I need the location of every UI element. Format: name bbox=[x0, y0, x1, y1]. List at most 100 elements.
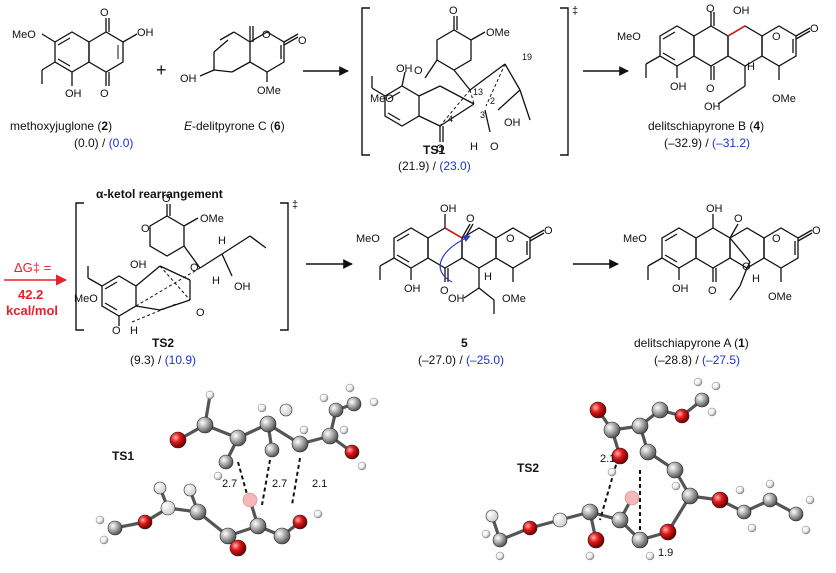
atom-number: 4 bbox=[448, 114, 453, 124]
atom-label: H bbox=[470, 141, 478, 153]
atom-label: OH bbox=[504, 117, 521, 129]
atom-label: O bbox=[810, 23, 819, 35]
new-bond-b bbox=[727, 25, 746, 37]
atom-label: OMe bbox=[200, 213, 224, 225]
energy-ts1: (21.9) / (23.0) bbox=[398, 159, 471, 173]
atom-label: MeO bbox=[74, 293, 98, 305]
atom-label: OH bbox=[137, 27, 154, 39]
atom-label: O bbox=[141, 223, 150, 235]
methoxyjuglone-structure bbox=[41, 18, 138, 86]
atom-label: MeO bbox=[356, 233, 380, 245]
atom-label: O bbox=[100, 7, 109, 19]
atom-label: H bbox=[130, 325, 138, 337]
atom-label: O bbox=[706, 83, 715, 95]
ts1-bracket bbox=[361, 7, 569, 156]
compound-name-2: methoxyjuglone (2) bbox=[10, 119, 112, 133]
delitpyrone-structure bbox=[199, 26, 299, 82]
compound-name-1: delitschiapyrone A (1) bbox=[634, 336, 749, 350]
compound-name-4: delitschiapyrone B (4) bbox=[648, 119, 764, 133]
barrier-unit: kcal/mol bbox=[6, 303, 58, 318]
atom-label: O bbox=[100, 88, 109, 100]
atom-number: 19 bbox=[522, 52, 532, 62]
ts2-model-label: TS2 bbox=[517, 461, 539, 475]
atom-label: O bbox=[742, 261, 751, 273]
ts1-forming-bonds bbox=[439, 63, 506, 127]
atom-label: MeO bbox=[623, 233, 647, 245]
compound-name-6: E-delitpyrone C (6) bbox=[184, 119, 285, 133]
atom-label: H bbox=[218, 235, 226, 247]
compound-5-label: 5 bbox=[461, 336, 468, 350]
atom-label: OH bbox=[234, 281, 251, 293]
atom-label: O bbox=[162, 193, 171, 205]
ts1-3d-model bbox=[95, 383, 379, 557]
atom-label: O bbox=[506, 233, 515, 245]
atom-label: O bbox=[466, 213, 475, 225]
atom-label: O bbox=[772, 233, 781, 245]
barrier-label: ΔG‡ = bbox=[14, 260, 51, 275]
energy-4: (–32.9) / (–31.2) bbox=[664, 136, 750, 150]
atom-label: O bbox=[734, 213, 743, 225]
rearrangement-title: α-ketol rearrangement bbox=[96, 187, 223, 201]
atom-label: OH bbox=[130, 259, 147, 271]
atom-label: H bbox=[212, 275, 220, 287]
distance-label: 1.9 bbox=[658, 547, 673, 559]
atom-label: O bbox=[544, 225, 553, 237]
atom-label: OH bbox=[733, 5, 750, 17]
atom-number: 2 bbox=[490, 96, 495, 106]
atom-label: O bbox=[436, 143, 445, 155]
atom-label: OH bbox=[440, 203, 457, 215]
atom-label: H bbox=[752, 273, 760, 285]
atom-label: OH bbox=[180, 73, 197, 85]
atom-label: O bbox=[490, 141, 499, 153]
ts2-3d-model bbox=[481, 377, 815, 561]
atom-label: O bbox=[440, 285, 449, 297]
atom-label: O bbox=[449, 5, 458, 17]
curved-arrow-5 bbox=[439, 235, 471, 283]
atom-label: O bbox=[812, 225, 821, 237]
atom-label: O bbox=[414, 65, 423, 77]
atom-label: O bbox=[708, 285, 717, 297]
atom-label: OMe bbox=[772, 93, 796, 105]
atom-label: OH bbox=[448, 293, 465, 305]
atom-label: OH bbox=[672, 283, 689, 295]
atom-label: MeO bbox=[370, 93, 394, 105]
atom-label: O bbox=[772, 31, 781, 43]
new-bond-5 bbox=[444, 227, 463, 239]
atom-label: OH bbox=[65, 88, 82, 100]
distance-label: 2.1 bbox=[312, 478, 327, 490]
plus-sign: + bbox=[156, 60, 167, 80]
ts1-label: TS1 bbox=[423, 143, 445, 157]
energy-1: (–28.8) / (–27.5) bbox=[654, 353, 740, 367]
atom-label: H bbox=[484, 271, 492, 283]
atom-label: O bbox=[196, 307, 205, 319]
atom-label: MeO bbox=[617, 31, 641, 43]
ts2-bracket bbox=[75, 202, 289, 331]
atom-number: 3 bbox=[480, 110, 485, 120]
distance-label: 2.7 bbox=[272, 478, 287, 490]
distance-label: 2.1 bbox=[600, 453, 615, 465]
energy-5: (–27.0) / (–25.0) bbox=[418, 353, 504, 367]
ts2-label: TS2 bbox=[152, 336, 174, 350]
atom-label: OH bbox=[396, 63, 413, 75]
ts1-model-label: TS1 bbox=[112, 449, 134, 463]
atom-label: OH bbox=[404, 283, 421, 295]
atom-label: OMe bbox=[486, 27, 510, 39]
delitschiapyrone-a-structure bbox=[647, 214, 813, 301]
atom-label: OMe bbox=[257, 85, 281, 97]
atom-label: OH bbox=[706, 203, 723, 215]
atom-label: O bbox=[262, 29, 271, 41]
atom-label: O bbox=[112, 325, 121, 337]
distance-label: 2.7 bbox=[222, 478, 237, 490]
dagger: ‡ bbox=[292, 199, 298, 211]
atom-label: OH bbox=[704, 101, 721, 113]
dagger: ‡ bbox=[572, 5, 578, 17]
energy-2: (0.0) / (0.0) bbox=[74, 136, 133, 150]
energy-ts2: (9.3) / (10.9) bbox=[130, 353, 196, 367]
atom-label: O bbox=[706, 3, 715, 15]
atom-label: OMe bbox=[502, 293, 526, 305]
atom-label: O bbox=[190, 262, 199, 274]
ts1-structure bbox=[371, 16, 531, 142]
atom-label: OMe bbox=[768, 291, 792, 303]
ts2-structure bbox=[87, 204, 267, 326]
